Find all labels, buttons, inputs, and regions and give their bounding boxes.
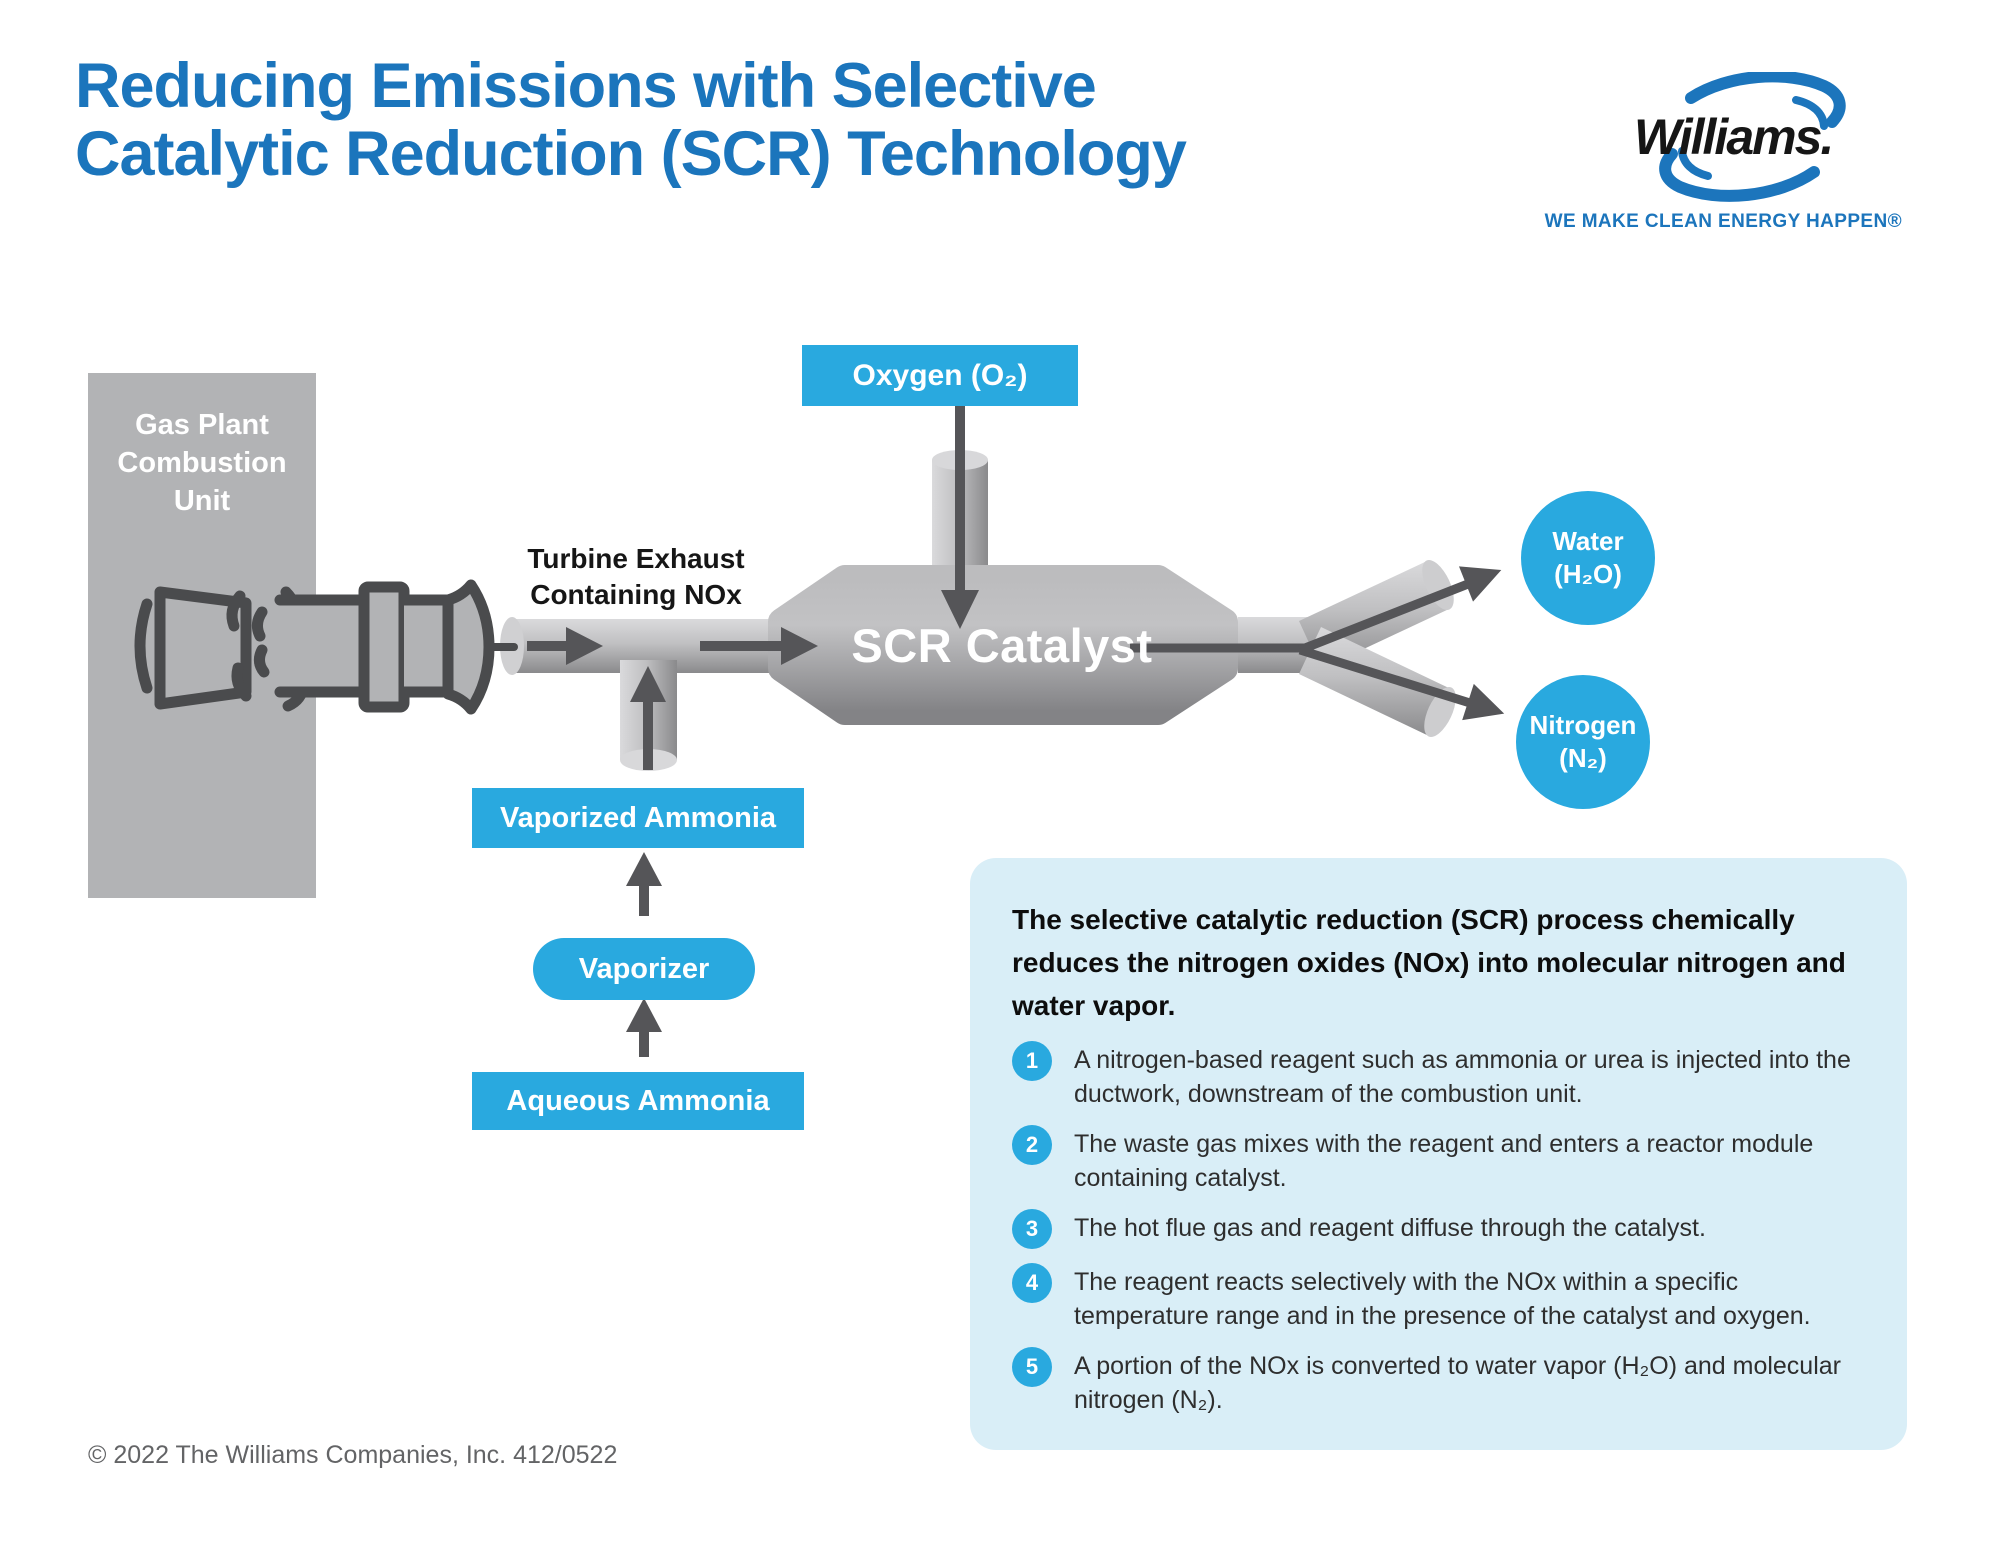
- vaporized-ammonia-box: Vaporized Ammonia: [472, 788, 804, 848]
- page-title: Reducing Emissions with Selective Cataly…: [75, 51, 1187, 189]
- outlet-branch-lower: [1299, 627, 1451, 736]
- step-text: The hot flue gas and reagent diffuse thr…: [1074, 1214, 1706, 1242]
- logo-tagline: WE MAKE CLEAN ENERGY HAPPEN®: [1544, 211, 1902, 232]
- outlet-arrow-shaft-lower: [1298, 645, 1472, 708]
- oxygen-arrow-head: [941, 590, 979, 629]
- turbine-blade: [253, 644, 270, 678]
- turbine-nozzle: [442, 579, 495, 715]
- flow-arrow-head: [781, 627, 818, 665]
- process-step-3: 3 The hot flue gas and reagent diffuse t…: [1012, 1209, 1862, 1249]
- step-text: A nitrogen-based reagent such as ammonia…: [1074, 1046, 1851, 1108]
- turbine-blade: [251, 606, 268, 642]
- aqueous-ammonia-box: Aqueous Ammonia: [472, 1072, 804, 1130]
- nitrogen-output-circle: Nitrogen (N₂): [1516, 675, 1650, 809]
- turbine-blade: [226, 590, 246, 632]
- logo-wordmark: Williams.: [1634, 109, 1832, 165]
- scr-process-info-panel: The selective catalytic reduction (SCR) …: [970, 858, 1907, 1450]
- step-number-badge: 4: [1012, 1263, 1052, 1303]
- turbine-blade: [231, 662, 252, 702]
- process-step-5: 5 A portion of the NOx is converted to w…: [1012, 1347, 1862, 1417]
- aqueous-arrow-head: [626, 998, 662, 1032]
- panel-intro-text: The selective catalytic reduction (SCR) …: [1012, 904, 1846, 1021]
- turbine-illustration: [134, 579, 518, 715]
- step-number-badge: 3: [1012, 1209, 1052, 1249]
- williams-logo: Williams.: [1634, 72, 1846, 202]
- page-title-line2: Catalytic Reduction (SCR) Technology: [75, 119, 1187, 189]
- step-number-badge: 5: [1012, 1347, 1052, 1387]
- turbine-collar: [358, 581, 410, 713]
- step-number-badge: 1: [1012, 1041, 1052, 1081]
- oxygen-label-box: Oxygen (O₂): [802, 345, 1078, 406]
- logo-swoosh-icon: [1659, 72, 1846, 202]
- flow-arrows: [527, 406, 1505, 1057]
- step-text: A portion of the NOx is converted to wat…: [1074, 1352, 1841, 1414]
- flow-arrow-head: [566, 627, 603, 665]
- step-number-badge: 2: [1012, 1125, 1052, 1165]
- copyright-text: © 2022 The Williams Companies, Inc. 412/…: [88, 1441, 618, 1469]
- process-step-2: 2 The waste gas mixes with the reagent a…: [1012, 1125, 1862, 1195]
- outlet-arrow-head-upper: [1458, 566, 1502, 602]
- process-step-4: 4 The reagent reacts selectively with th…: [1012, 1263, 1862, 1333]
- outlet-arrow-shaft-upper: [1298, 579, 1470, 655]
- page-title-line1: Reducing Emissions with Selective: [75, 51, 1097, 121]
- vaporizer-box: Vaporizer: [533, 938, 755, 1000]
- outlet-arrow-head-lower: [1462, 683, 1505, 721]
- vaporizer-arrow-head: [626, 852, 662, 886]
- turbine-intake-arc: [134, 598, 153, 694]
- gas-plant-label: Gas Plant Combustion Unit: [117, 409, 287, 517]
- scr-catalyst-label: SCR Catalyst: [851, 618, 1153, 672]
- turbine-exhaust-label: Turbine Exhaust Containing NOx: [527, 543, 745, 610]
- process-step-1: 1 A nitrogen-based reagent such as ammon…: [1012, 1041, 1862, 1111]
- water-output-circle: Water (H₂O): [1521, 491, 1655, 625]
- tee-arrow-head: [630, 666, 666, 702]
- step-text: The waste gas mixes with the reagent and…: [1074, 1130, 1814, 1192]
- step-text: The reagent reacts selectively with the …: [1074, 1268, 1811, 1330]
